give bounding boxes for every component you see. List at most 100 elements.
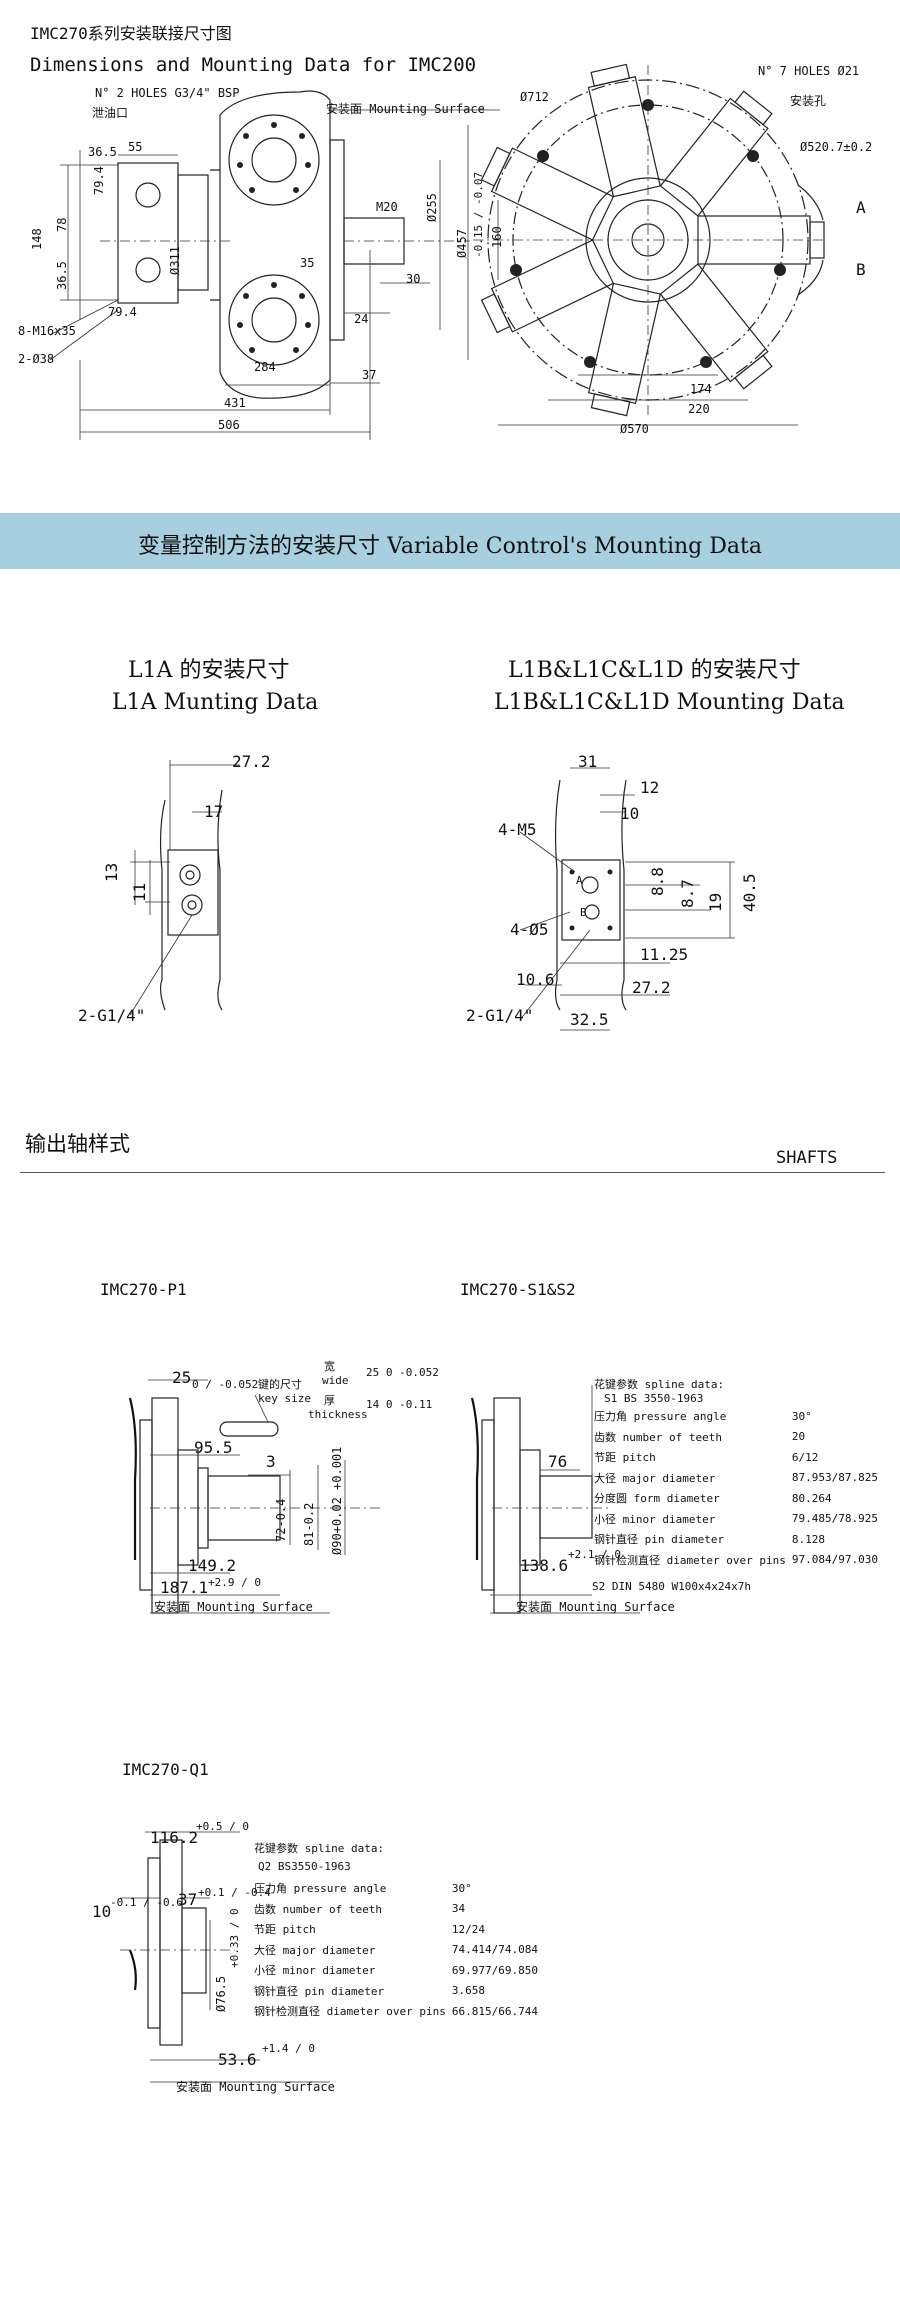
dim-55: 55 [128,140,143,154]
q1-standard: Q2 BS3550-1963 [258,1860,351,1873]
l1b-port-a: A [576,874,583,887]
motor-front-view [473,63,825,426]
p1-thick-en: thickness [308,1408,368,1421]
drawing-title-cn: IMC270系列安装联接尺寸图 [30,24,232,43]
q1-dim-53-tol: +1.4 / 0 [262,2042,315,2055]
l1a-dim-11: 11 [130,882,149,902]
dim-24: 24 [354,312,369,326]
l1b-port-b: B [580,906,587,919]
q1-dim-d76-5: Ø76.5 [214,1975,228,2012]
p1-dim-81: 81-0.2 [302,1502,316,1546]
label-d712: Ø712 [520,90,549,104]
label-oil-port: 泄油口 [92,106,129,120]
dim-220: 220 [688,402,710,416]
l1b-dim-11-25: 11.25 [640,945,689,964]
label-m20: M20 [376,200,398,214]
dim-284: 284 [254,360,276,374]
shaft-p1-drawing [128,1379,380,1614]
dim-36-5a: 36.5 [88,145,117,159]
p1-title: IMC270-P1 [100,1280,187,1299]
shafts-divider [20,1172,885,1173]
p1-key-size-cn: 键的尺寸 [258,1378,302,1391]
l1b-dim-40-5: 40.5 [740,873,759,912]
q1-dim-10-tol: -0.1 / -0.6 [110,1896,183,1909]
l1b-label-d5: 4-Ø5 [510,920,549,939]
p1-dim-3: 3 [266,1452,276,1471]
l1a-drawing [129,760,240,1016]
section-banner-text: 变量控制方法的安装尺寸 Variable Control's Mounting … [138,534,762,559]
label-d255: Ø255 [425,193,439,222]
label-holes-bsp: N° 2 HOLES G3/4" BSP [95,86,240,100]
dim-160: 160 [490,226,504,248]
dim-148: 148 [30,228,44,250]
direction-b-label: B [856,260,866,279]
l1a-dim-17: 17 [204,802,224,821]
dim-431: 431 [224,396,246,410]
s1-spline-header: 花键参数 spline data: [594,1378,725,1391]
q1-dim-37-tol: +0.1 / -0.4 [198,1886,271,1899]
p1-dim-95-5: 95.5 [194,1438,233,1457]
dim-35: 35 [300,256,315,270]
l1a-title-cn: L1A 的安装尺寸 [128,658,290,683]
q1-dim-53-6: 53.6 [218,2050,257,2069]
p1-dim-25-tol: 0 / -0.052 [192,1378,259,1391]
motor-side-view [49,90,500,440]
p1-wide-en: wide [322,1374,349,1387]
q1-dim-37: 37 [178,1890,198,1909]
s1-title: IMC270-S1&S2 [460,1280,576,1299]
dim-174: 174 [690,382,712,396]
p1-thick-cn: 厚 [324,1394,335,1407]
dim-37: 37 [362,368,377,382]
l1b-dim-32-5: 32.5 [570,1010,609,1029]
dim-506: 506 [218,418,240,432]
s1-dim-138-6: 138.6 [520,1556,569,1575]
q1-dim-d76-tol: +0.33 / 0 [228,1908,241,1968]
label-mounting-surface-main: 安装面 Mounting Surface [326,102,485,116]
p1-key-size-en: key size [258,1392,311,1405]
dim-30: 30 [406,272,421,286]
label-d311: Ø311 [168,246,182,275]
l1b-dim-31: 31 [578,752,598,771]
l1b-dim-8-7: 8.7 [678,879,697,908]
shafts-heading-en: SHAFTS [776,1148,838,1168]
l1b-dim-10-6: 10.6 [516,970,555,989]
section-banner: 变量控制方法的安装尺寸 Variable Control's Mounting … [0,513,900,569]
dim-78: 78 [55,217,69,232]
p1-dim-d90: Ø90+0.02 +0.001 [330,1446,344,1555]
l1b-dim-10: 10 [620,804,640,823]
q1-dim-10: 10 [92,1902,112,1921]
label-d457-tolerance: -0.15 / -0.07 [472,171,485,258]
s1-dim-76: 76 [548,1452,568,1471]
shafts-heading-cn: 输出轴样式 [25,1132,130,1156]
p1-wide-value: 25 0 -0.052 [366,1366,439,1379]
label-d38: 2-Ø38 [18,352,55,366]
p1-thick-value: 14 0 -0.11 [366,1398,433,1411]
s1-mounting-surface: 安装面 Mounting Surface [516,1600,675,1614]
l1a-dim-13: 13 [102,862,121,882]
p1-dim-187-tol: +2.9 / 0 [208,1576,261,1589]
dim-79-4b: 79.4 [108,305,137,319]
p1-dim-149-2: 149.2 [188,1556,237,1575]
l1b-port-label: 2-G1/4" [466,1006,534,1025]
q1-dim-116-2: 116.2 [150,1828,199,1847]
label-mount-hole: 安装孔 [790,94,827,108]
q1-dim-116-tol: +0.5 / 0 [196,1820,249,1833]
label-d520: Ø520.7±0.2 [800,140,873,154]
l1a-dim-27-2: 27.2 [232,752,271,771]
p1-mounting-surface: 安装面 Mounting Surface [154,1600,313,1614]
shaft-q1-drawing [120,1831,330,2083]
l1a-port-label: 2-G1/4" [78,1006,146,1025]
drawing-title-en: Dimensions and Mounting Data for IMC200 [30,54,477,76]
